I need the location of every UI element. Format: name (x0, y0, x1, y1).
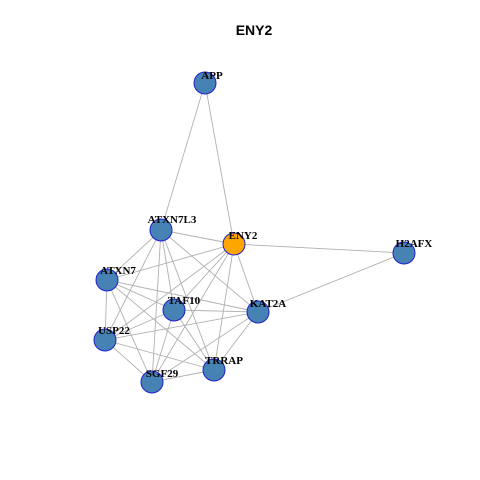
edge-kat2a-sgf29 (151, 311, 259, 383)
edge-atxn7-taf10 (106, 279, 175, 311)
node-eny2: ENY2 (222, 230, 258, 256)
edge-atxn7-sgf29 (106, 279, 153, 383)
node-kat2a: KAT2A (246, 298, 287, 324)
edge-taf10-sgf29 (151, 309, 175, 383)
node-atxn7l3: ATXN7L3 (148, 214, 197, 242)
edge-atxn7l3-eny2 (160, 229, 235, 245)
node-circle-app (193, 71, 217, 95)
node-app: APP (193, 70, 223, 95)
edge-app-atxn7l3 (160, 82, 206, 231)
node-circle-sgf29 (140, 370, 164, 394)
edge-kat2a-h2afx (257, 252, 405, 313)
node-circle-trrap (202, 358, 226, 382)
node-label-taf10: TAF10 (168, 295, 201, 307)
node-circle-h2afx (392, 241, 416, 265)
node-label-usp22: USP22 (98, 325, 130, 337)
edge-atxn7l3-usp22 (104, 229, 162, 341)
node-trrap: TRRAP (202, 355, 243, 382)
edge-taf10-usp22 (104, 309, 175, 341)
node-label-kat2a: KAT2A (250, 298, 287, 310)
node-label-h2afx: H2AFX (396, 238, 433, 250)
node-label-atxn7l3: ATXN7L3 (148, 214, 197, 226)
edge-taf10-kat2a (173, 309, 259, 313)
node-h2afx: H2AFX (392, 238, 433, 265)
node-label-trrap: TRRAP (205, 355, 243, 367)
node-circle-usp22 (93, 328, 117, 352)
edge-atxn7l3-atxn7 (106, 229, 162, 281)
node-usp22: USP22 (93, 325, 130, 352)
edge-eny2-h2afx (233, 243, 405, 254)
node-circle-eny2 (222, 232, 246, 256)
edge-taf10-trrap (173, 309, 215, 371)
edge-kat2a-trrap (213, 311, 259, 371)
node-taf10: TAF10 (162, 295, 201, 322)
node-label-atxn7: ATXN7 (100, 265, 136, 277)
node-circle-atxn7 (95, 268, 119, 292)
node-label-app: APP (201, 70, 223, 82)
edge-atxn7l3-sgf29 (151, 229, 162, 383)
edge-atxn7-kat2a (106, 279, 259, 313)
edge-eny2-kat2a (233, 243, 259, 313)
edge-kat2a-usp22 (104, 311, 259, 341)
edge-eny2-trrap (213, 243, 235, 371)
edge-eny2-atxn7 (106, 243, 235, 281)
edge-atxn7-trrap (106, 279, 215, 371)
edge-eny2-sgf29 (151, 243, 235, 383)
node-circle-kat2a (246, 300, 270, 324)
graph-title: ENY2 (236, 22, 273, 38)
node-sgf29: SGF29 (140, 368, 179, 394)
edge-usp22-trrap (104, 339, 215, 371)
edge-app-eny2 (204, 82, 235, 245)
node-atxn7: ATXN7 (95, 265, 136, 292)
node-label-sgf29: SGF29 (146, 368, 179, 380)
node-circle-atxn7l3 (149, 218, 173, 242)
edge-eny2-taf10 (173, 243, 235, 311)
node-circle-taf10 (162, 298, 186, 322)
node-label-eny2: ENY2 (229, 230, 258, 242)
edge-atxn7l3-taf10 (160, 229, 175, 311)
